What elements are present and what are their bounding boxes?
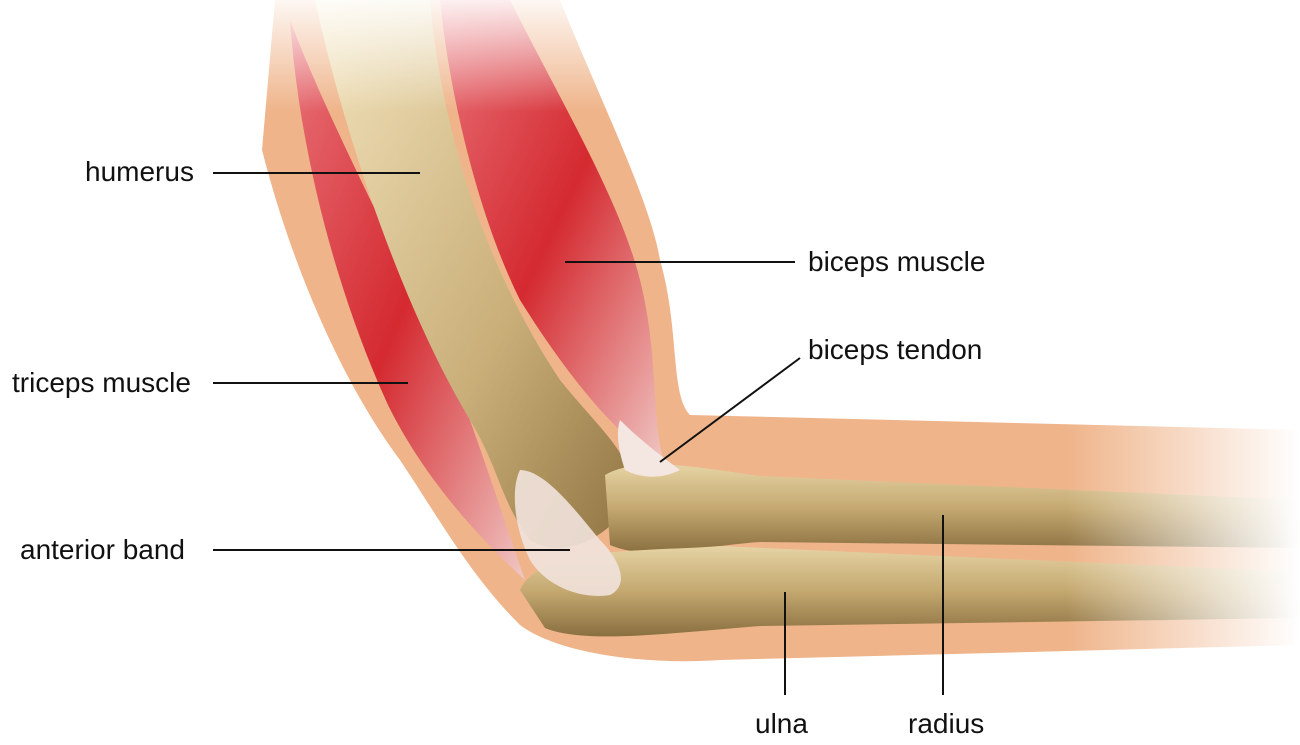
label-radius: radius	[908, 708, 985, 739]
label-triceps-muscle: triceps muscle	[12, 367, 191, 398]
label-anterior-band: anterior band	[20, 534, 186, 565]
biceps-tendon-leader	[659, 357, 801, 463]
label-humerus: humerus	[85, 156, 194, 187]
label-biceps-tendon: biceps tendon	[808, 334, 983, 365]
label-ulna: ulna	[755, 708, 808, 739]
label-biceps-muscle: biceps muscle	[808, 246, 986, 277]
leader-lines	[213, 172, 944, 695]
